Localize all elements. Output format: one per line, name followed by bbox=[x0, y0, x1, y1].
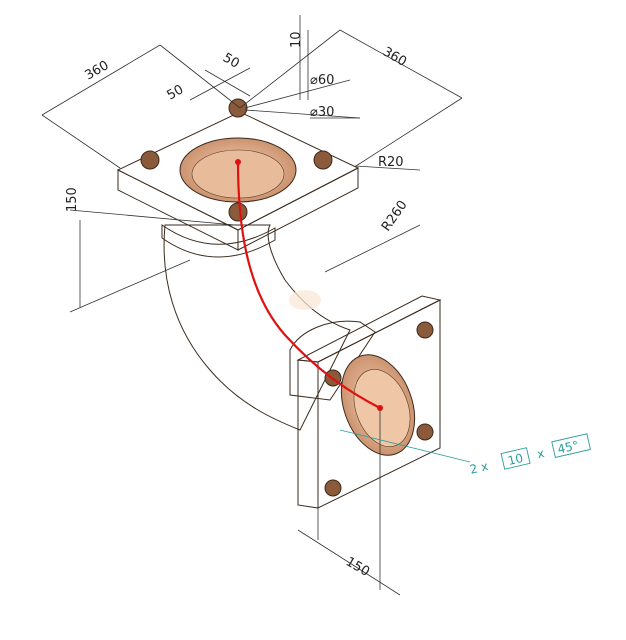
dim-r20: R20 bbox=[378, 155, 404, 170]
bolt-hole-top bbox=[228, 98, 248, 118]
chamfer-callout: 2 x 10 x 45° bbox=[468, 433, 591, 477]
chamfer-separator: x bbox=[536, 446, 546, 461]
bolt-hole-right bbox=[313, 150, 333, 170]
side-bolt-hole-3 bbox=[416, 423, 434, 441]
chamfer-angle: 45° bbox=[556, 438, 580, 456]
dim-diameter-30: ⌀30 bbox=[310, 105, 334, 120]
top-flange bbox=[116, 98, 360, 251]
dim-150-vertical: 150 bbox=[65, 187, 80, 212]
dim-10: 10 bbox=[289, 31, 304, 48]
dim-diameter-60: ⌀60 bbox=[310, 73, 334, 88]
dimension-lines bbox=[41, 15, 471, 596]
dim-50-b: 50 bbox=[220, 50, 242, 71]
dim-360-left: 360 bbox=[83, 58, 112, 83]
chamfer-angle-box bbox=[551, 433, 591, 459]
highlight bbox=[289, 290, 321, 310]
centerline-end bbox=[377, 405, 383, 411]
dim-r260: R260 bbox=[379, 198, 411, 234]
dim-50-a: 50 bbox=[165, 82, 187, 103]
chamfer-count: 2 x bbox=[468, 459, 489, 477]
side-flange bbox=[296, 295, 442, 509]
chamfer-size-box bbox=[500, 447, 531, 470]
side-bolt-hole-2 bbox=[416, 321, 434, 339]
elbow-body bbox=[161, 224, 376, 431]
dim-150-horizontal: 150 bbox=[343, 554, 372, 579]
bolt-hole-bottom bbox=[228, 202, 248, 222]
chamfer-size: 10 bbox=[506, 451, 524, 468]
bend-centerline bbox=[236, 161, 381, 409]
bolt-hole-left bbox=[140, 150, 160, 170]
centerline-start bbox=[235, 159, 241, 165]
side-bolt-hole-4 bbox=[324, 479, 342, 497]
